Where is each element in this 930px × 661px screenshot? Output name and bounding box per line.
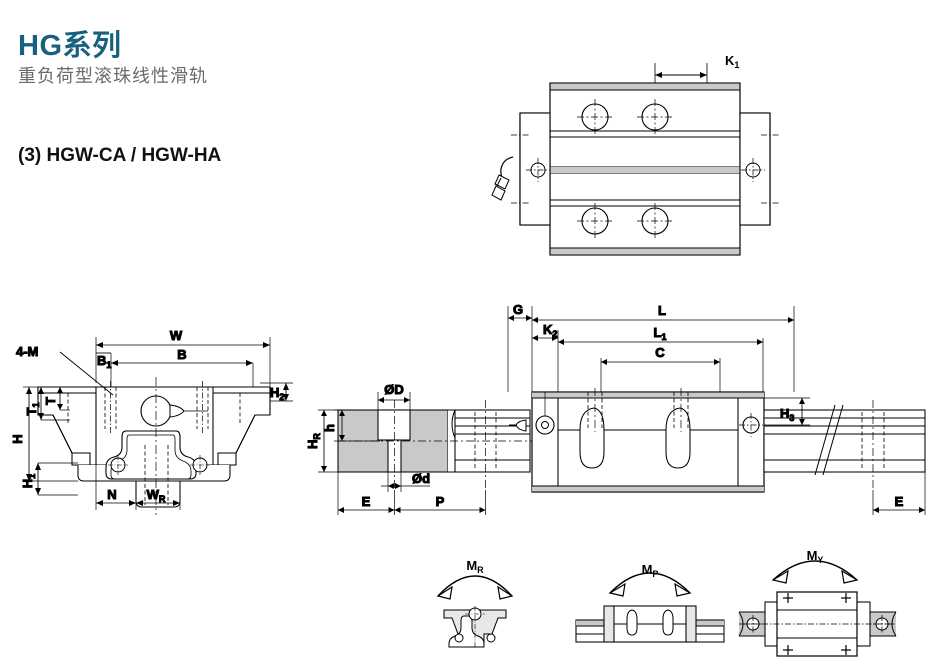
moment-label-mp: MP bbox=[642, 562, 659, 579]
callout-4m: 4-M bbox=[16, 344, 38, 359]
dim-label-b: B bbox=[177, 347, 186, 362]
dim-label-t1: T1 bbox=[24, 403, 41, 416]
moment-label-mr: MR bbox=[466, 558, 484, 575]
dim-label-h1: H1 bbox=[20, 474, 37, 488]
dim-label-h-small: h bbox=[322, 424, 337, 432]
dim-label-b1: B1 bbox=[97, 353, 111, 370]
dim-label-h3: H3 bbox=[780, 406, 794, 423]
moment-diagram-mr: MR bbox=[420, 548, 530, 653]
dim-label-od: ØD bbox=[384, 382, 404, 397]
dim-label-h: H bbox=[10, 434, 25, 443]
dim-label-k1: K1 bbox=[725, 53, 739, 70]
dim-label-h2: H2 bbox=[270, 385, 284, 402]
moment-label-my: MY bbox=[807, 548, 824, 565]
dim-label-l1: L1 bbox=[654, 325, 667, 342]
moment-diagram-mp: MP bbox=[570, 548, 730, 653]
rail-side-view: G L K2 L1 bbox=[304, 300, 926, 525]
dim-label-c: C bbox=[655, 345, 665, 360]
dim-label-e2: E bbox=[895, 494, 904, 509]
dim-label-e: E bbox=[362, 494, 371, 509]
dim-label-n: N bbox=[107, 487, 116, 502]
dim-label-g: G bbox=[513, 302, 523, 317]
carriage-cross-section-view: W B1 B H2 bbox=[8, 315, 308, 520]
dim-label-k2: K2 bbox=[543, 322, 557, 339]
dim-label-od-small: Ød bbox=[412, 471, 430, 486]
dim-label-w: W bbox=[170, 328, 183, 343]
model-heading: (3) HGW-CA / HGW-HA bbox=[18, 145, 222, 166]
dim-label-l: L bbox=[658, 303, 666, 318]
page-subtitle: 重负荷型滚珠线性滑轨 bbox=[18, 66, 208, 86]
carriage-top-view: K1 bbox=[491, 45, 795, 290]
dim-label-t: T bbox=[43, 397, 58, 405]
moment-diagram-my: MY bbox=[735, 540, 900, 657]
page-title: HG系列 bbox=[18, 30, 122, 62]
dim-label-p: P bbox=[436, 494, 445, 509]
